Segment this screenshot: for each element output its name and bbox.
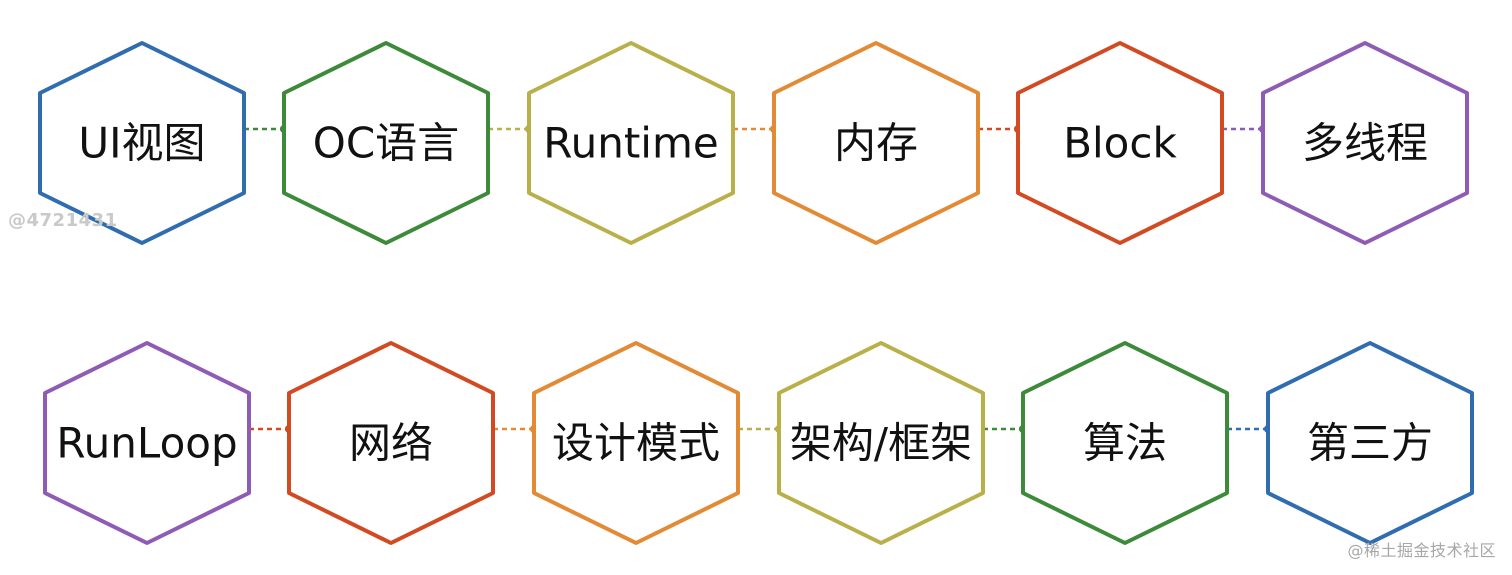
topic-node: 网络 xyxy=(287,341,495,545)
topic-node: UI视图 xyxy=(38,41,246,245)
topic-label: 算法 xyxy=(1083,419,1167,468)
hexagon-shape xyxy=(527,41,735,245)
hexagon-shape xyxy=(38,41,246,245)
topic-node: 设计模式 xyxy=(532,341,740,545)
topic-label: 多线程 xyxy=(1302,119,1428,168)
hexagon-shape xyxy=(1266,341,1474,545)
topic-label: 内存 xyxy=(834,119,918,168)
topic-node: Block xyxy=(1016,41,1224,245)
topic-node: 架构/框架 xyxy=(777,341,985,545)
topic-node: Runtime xyxy=(527,41,735,245)
topic-label: 设计模式 xyxy=(552,419,720,468)
topic-node: OC语言 xyxy=(282,41,490,245)
topic-label: 网络 xyxy=(349,419,433,468)
hexagon-shape xyxy=(772,41,980,245)
topic-label: Block xyxy=(1063,119,1177,168)
hexagon-shape xyxy=(287,341,495,545)
topic-node: 内存 xyxy=(772,41,980,245)
topic-label: 架构/框架 xyxy=(790,419,972,468)
hexagon-shape xyxy=(282,41,490,245)
topic-node: 多线程 xyxy=(1261,41,1469,245)
topic-label: Runtime xyxy=(543,119,718,168)
hexagon-shape xyxy=(43,341,251,545)
watermark-right: @稀土掘金技术社区 xyxy=(1347,541,1496,560)
topic-node: 第三方 xyxy=(1266,341,1474,545)
topic-label: UI视图 xyxy=(78,119,205,168)
hexagon-shape xyxy=(532,341,740,545)
watermark-left: @4721431 xyxy=(8,210,118,231)
hexagon-shape xyxy=(1021,341,1229,545)
hexagon-shape xyxy=(1016,41,1224,245)
topic-node: 算法 xyxy=(1021,341,1229,545)
hexagon-shape xyxy=(777,341,985,545)
topic-node: RunLoop xyxy=(43,341,251,545)
topic-label: OC语言 xyxy=(313,119,459,168)
hexagon-shape xyxy=(1261,41,1469,245)
topic-label: RunLoop xyxy=(56,419,237,468)
topic-label: 第三方 xyxy=(1307,419,1433,468)
